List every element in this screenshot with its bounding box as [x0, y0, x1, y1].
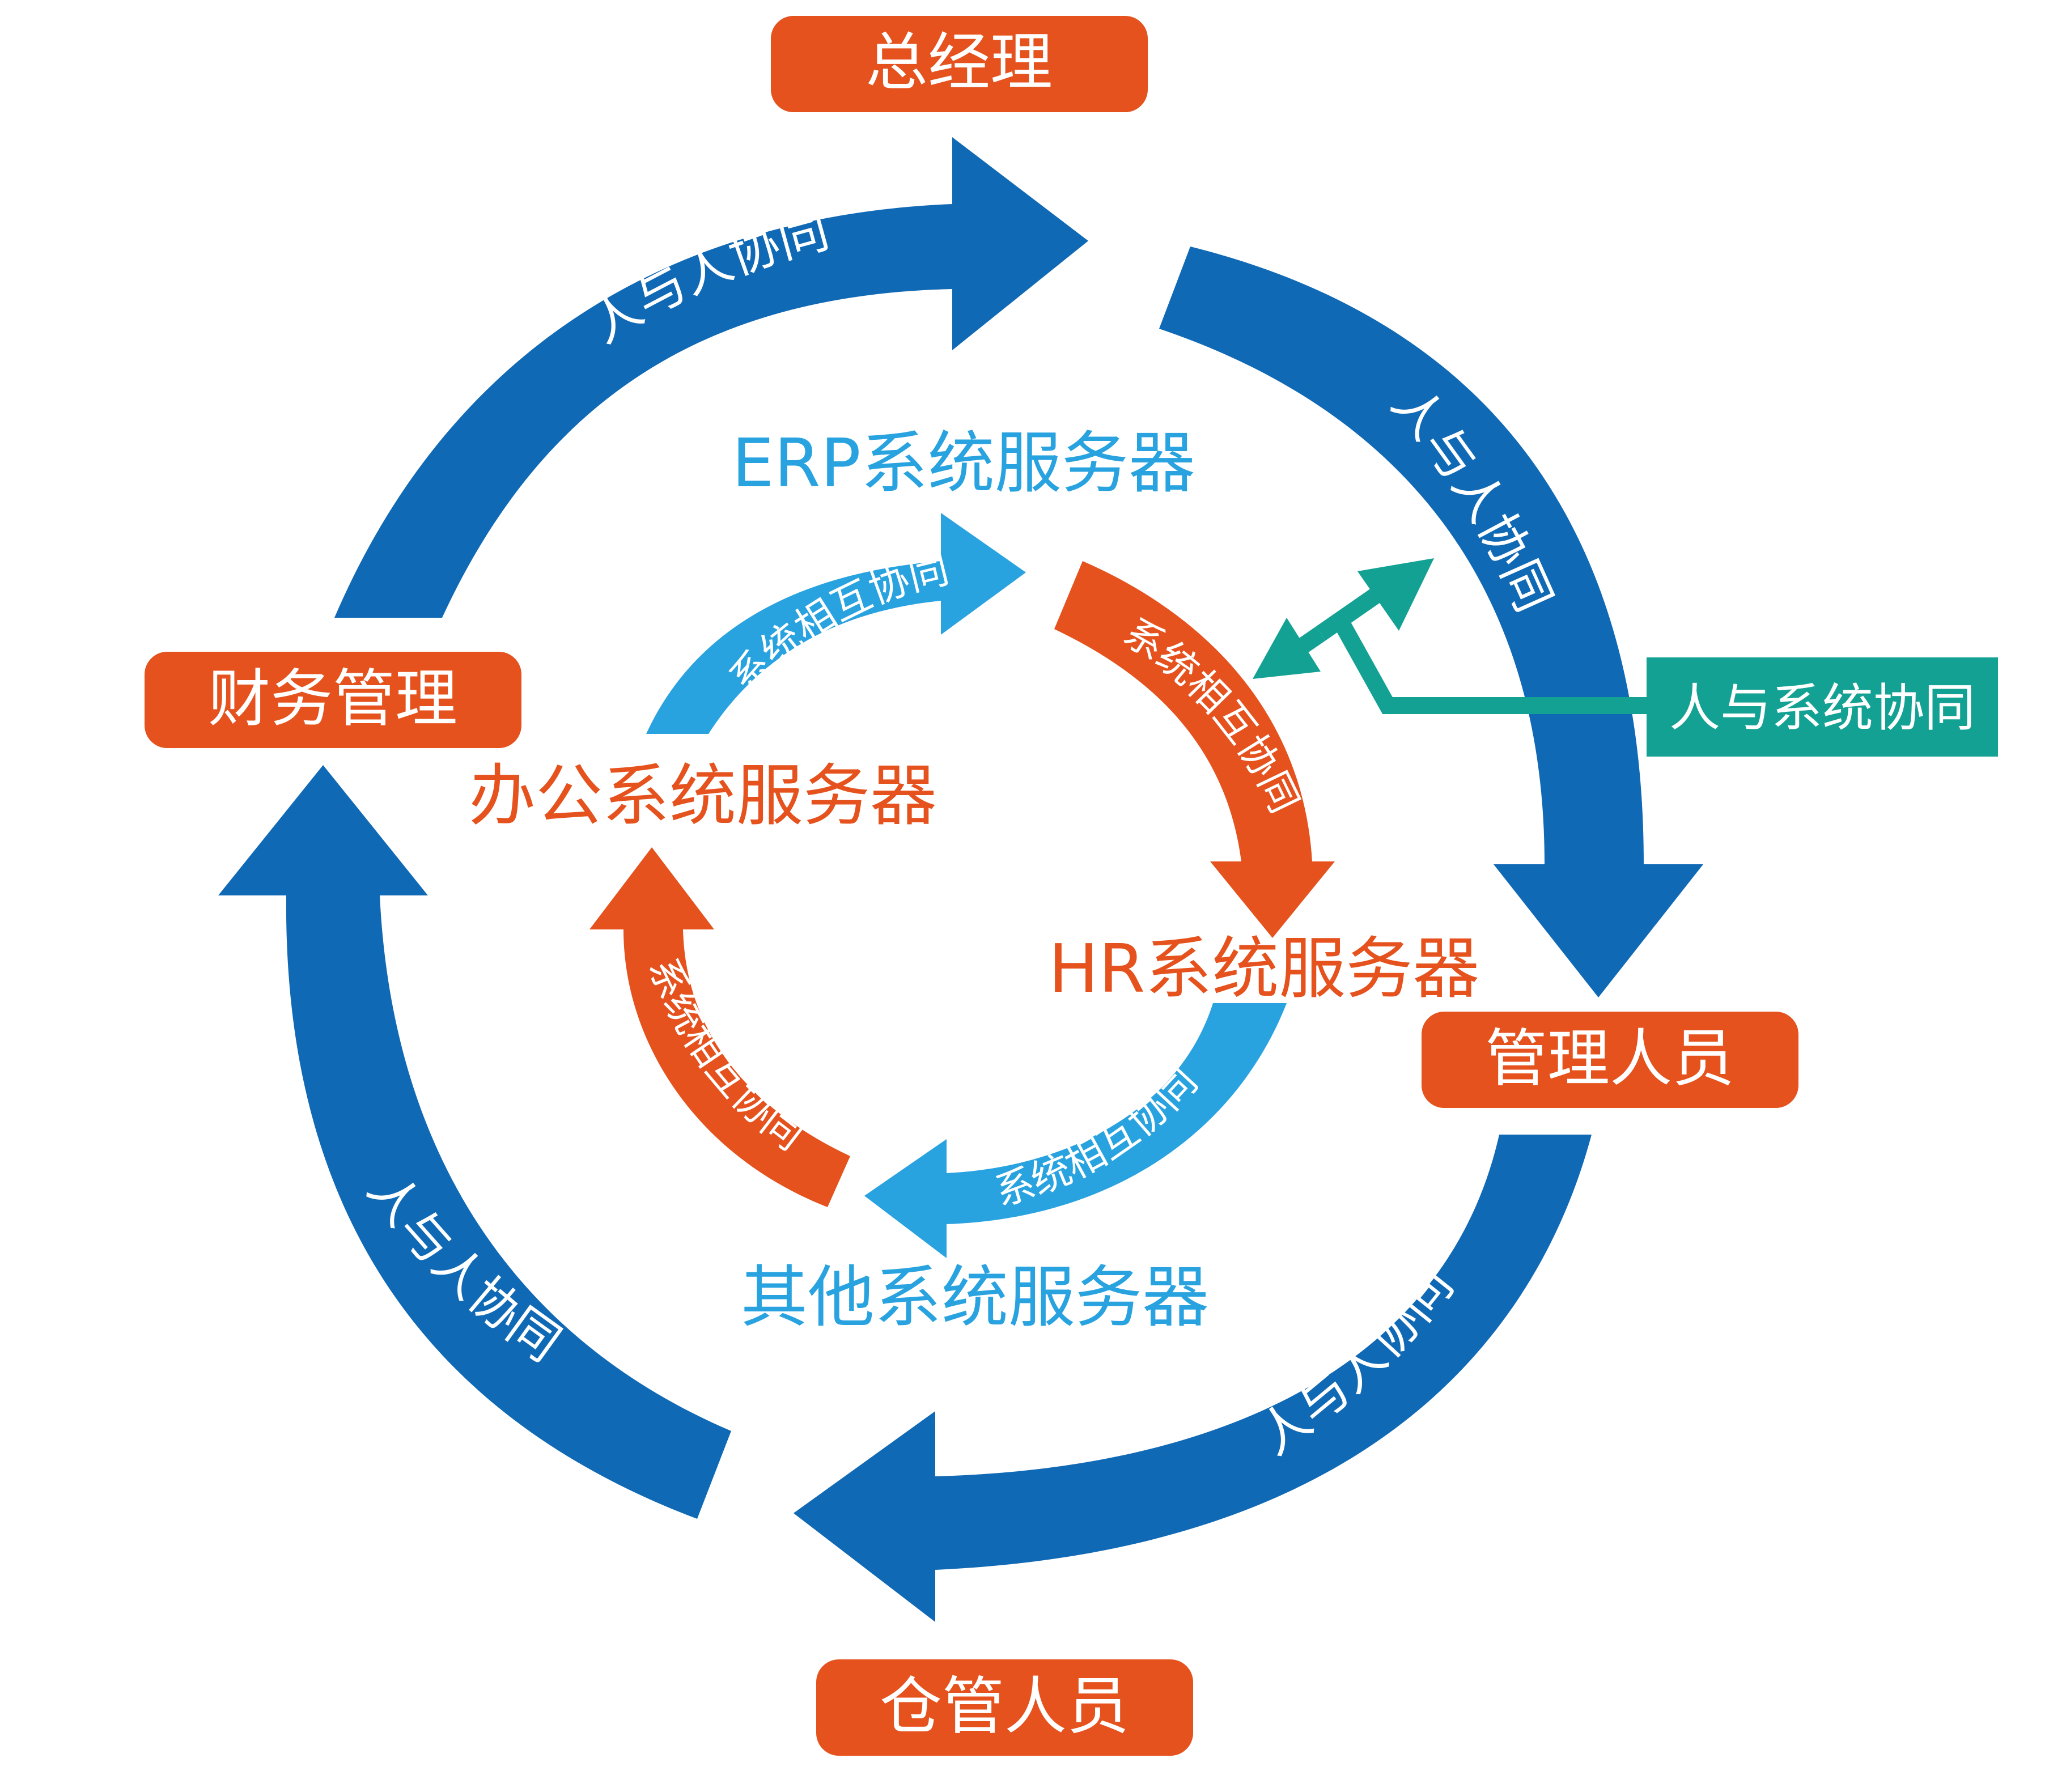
- server-label-hr: HR系统服务器: [1049, 929, 1480, 1008]
- role-box-manager: 管理人员: [1422, 1012, 1798, 1108]
- human-system-connector: [1253, 558, 1654, 714]
- human-system-box: 人与系统协同: [1647, 657, 1998, 757]
- role-box-ceo: 总经理: [771, 16, 1148, 112]
- role-box-warehouse: 仓管人员: [816, 1659, 1193, 1756]
- inner-arrow-bottom: [864, 1003, 1287, 1258]
- role-box-finance: 财务管理: [145, 652, 521, 748]
- inner-arrow-top: [646, 513, 1026, 734]
- inner-arrow-left: [589, 847, 850, 1207]
- teal-arrowhead-left: [1253, 618, 1321, 679]
- role-label-manager: 管理人员: [1485, 1022, 1734, 1095]
- outer-arrow-top-right: [1159, 247, 1703, 997]
- outer-arrow-bottom-left: [218, 765, 731, 1519]
- inner-arrow-right: [1054, 561, 1335, 938]
- role-label-warehouse: 仓管人员: [880, 1670, 1129, 1743]
- outer-arrow-top-left: [334, 137, 1088, 618]
- outer-arrow-bottom-right: [794, 1135, 1592, 1622]
- server-label-erp: ERP系统服务器: [732, 424, 1195, 502]
- server-label-office: 办公系统服务器: [469, 757, 937, 835]
- teal-arrowhead-up: [1357, 558, 1434, 631]
- human-system-label: 人与系统协同: [1669, 678, 1975, 738]
- role-label-finance: 财务管理: [208, 663, 457, 735]
- server-label-other: 其他系统服务器: [741, 1258, 1209, 1336]
- role-label-ceo: 总经理: [866, 26, 1053, 99]
